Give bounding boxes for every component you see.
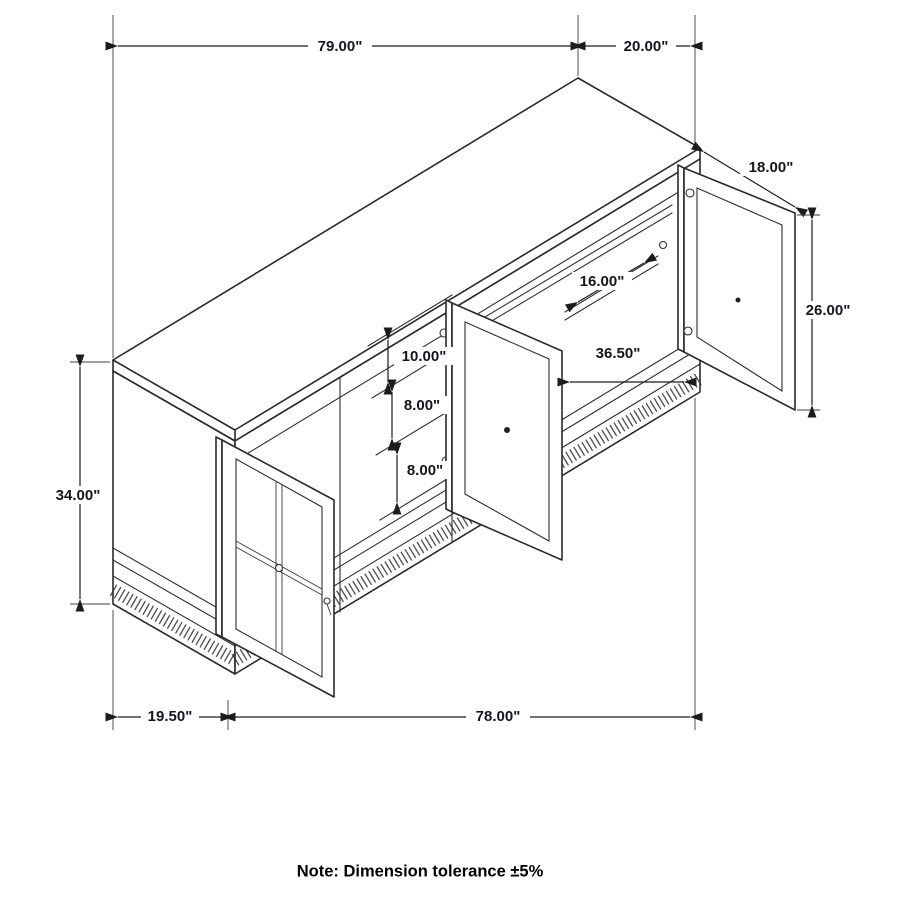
cabinet-line-art [109, 77, 796, 698]
dimension-shelf-gap-top: 10.00" [383, 327, 454, 395]
label-background [572, 272, 632, 290]
dim-label-right-door-height: 26.00" [806, 302, 851, 319]
long-shelf-front-edge [454, 204, 673, 336]
door-edge-thickness [677, 164, 685, 353]
molding-line [112, 559, 236, 631]
molding-line [112, 575, 236, 647]
label-background [394, 347, 454, 365]
dim-label-door-depth: 18.00" [749, 159, 794, 176]
door-edge-thickness [215, 436, 223, 638]
dimension-annotations: 79.00" 20.00" 18.00" 26.00" 16.00" [47, 15, 859, 730]
label-background [399, 461, 451, 479]
dimension-arrow [690, 141, 809, 218]
dim-label-top-width: 79.00" [318, 38, 363, 55]
dimension-shelf-gap-bottom: 8.00" [392, 442, 451, 515]
muntin-rosette [274, 563, 284, 573]
dimension-door-depth: 18.00" [690, 141, 809, 218]
label-background [308, 37, 372, 55]
label-background [588, 344, 648, 362]
dim-label-shelf-gap-middle: 8.00" [404, 397, 440, 414]
shelf-edge [379, 475, 453, 521]
label-background [797, 301, 859, 319]
middle-door [445, 299, 563, 561]
glass-door [215, 436, 335, 698]
shelf-pin [658, 240, 668, 250]
dim-label-shelf-width: 16.00" [580, 273, 625, 290]
dimension-base-width: 78.00" [220, 398, 703, 730]
door-hinge [683, 326, 693, 336]
dimension-top-width: 79.00" [105, 15, 586, 358]
dimension-interior-width: 36.50" [557, 344, 697, 387]
dim-label-left-height: 34.00" [56, 487, 101, 504]
dimension-right-door-height: 26.00" [797, 207, 859, 418]
label-background [466, 707, 530, 725]
dimension-top-right-span: 20.00" [570, 15, 703, 144]
label-background [47, 486, 109, 504]
shelf-edge [367, 294, 453, 347]
dim-label-interior-width: 36.50" [596, 345, 641, 362]
dim-label-shelf-gap-bottom: 8.00" [407, 462, 443, 479]
molding-line [112, 547, 236, 619]
door-knob [504, 427, 510, 433]
dim-label-base-depth: 19.50" [148, 708, 193, 725]
dim-label-shelf-gap-top: 10.00" [402, 348, 447, 365]
dimension-shelf-gap-middle: 8.00" [387, 379, 448, 451]
label-background [616, 37, 676, 55]
door-knob [735, 297, 741, 303]
dimension-shelf-width: 16.00" [564, 252, 658, 313]
dimension-left-height: 34.00" [47, 354, 110, 612]
tolerance-note: Note: Dimension tolerance ±5% [297, 862, 544, 880]
door-inner-frame [464, 321, 550, 542]
right-door [677, 164, 796, 411]
label-background [141, 707, 199, 725]
dimension-base-depth: 19.50" [105, 610, 236, 730]
door-inner-frame [235, 458, 323, 678]
label-background [740, 158, 802, 176]
door-hinge [685, 188, 695, 198]
dim-label-top-right-span: 20.00" [624, 38, 669, 55]
label-background [396, 396, 448, 414]
dim-label-base-width: 78.00" [476, 708, 521, 725]
door-key [323, 597, 331, 605]
door-key-tail [326, 603, 332, 616]
